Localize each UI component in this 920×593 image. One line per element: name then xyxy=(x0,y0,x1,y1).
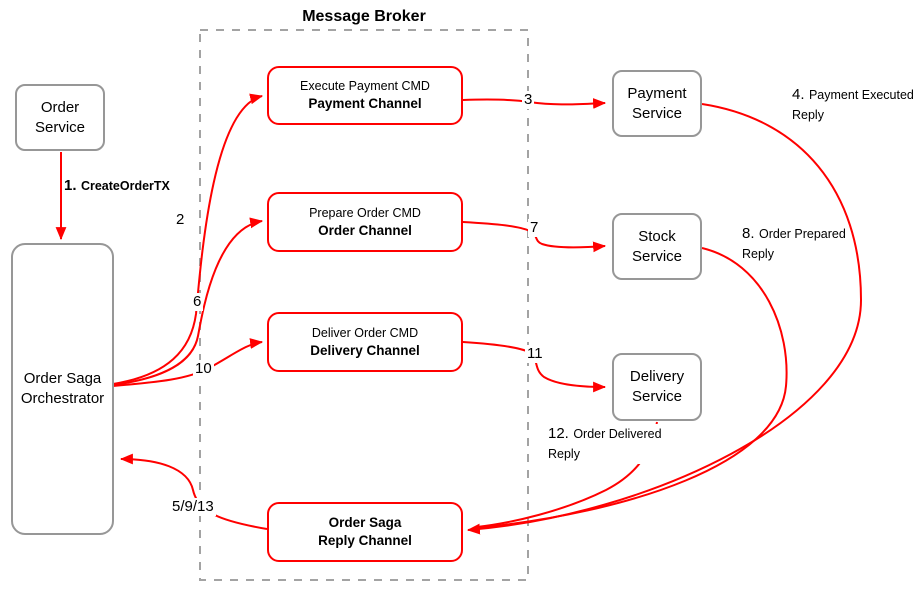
edge-label-12-number: 12. xyxy=(548,425,569,442)
edge-label-8-number: 8. xyxy=(742,225,755,242)
order-service-label-line1: Order xyxy=(40,98,80,116)
order-service-node: Order Service xyxy=(15,84,105,151)
edge-label-4-payment-executed-reply: 4. Payment Executed Reply xyxy=(792,85,914,125)
order-channel-node: Prepare Order CMD Order Channel xyxy=(267,192,463,252)
order-service-label-line2: Service xyxy=(34,118,86,136)
edge-label-12-order-delivered-reply: 12. Order Delivered Reply xyxy=(546,424,664,464)
edge-label-2: 2 xyxy=(174,211,187,229)
edge-label-11: 11 xyxy=(525,345,545,363)
edge-label-1-text: CreateOrderTX xyxy=(80,179,170,193)
edge-5-9-13-reply-to-orchestrator xyxy=(119,453,268,530)
edge-label-4-number: 4. xyxy=(792,86,805,103)
order-saga-reply-channel-node: Order Saga Reply Channel xyxy=(267,502,463,562)
message-broker-boundary xyxy=(199,29,529,581)
payment-service-label-line2: Service xyxy=(631,104,683,122)
delivery-service-label-line1: Delivery xyxy=(629,368,685,385)
order-saga-orchestrator-node: Order Saga Orchestrator xyxy=(11,243,114,535)
stock-service-label-line2: Service xyxy=(631,247,683,265)
stock-service-node: Stock Service xyxy=(612,213,702,280)
order-channel-label-line1: Prepare Order CMD xyxy=(309,205,421,220)
payment-channel-label-line2: Payment Channel xyxy=(308,96,422,111)
edge-4-payment-executed-reply xyxy=(466,103,863,535)
edge-6-to-order-channel xyxy=(112,217,264,386)
edge-label-4-text2: Reply xyxy=(792,108,824,122)
delivery-channel-node: Deliver Order CMD Delivery Channel xyxy=(267,312,463,372)
edge-label-1-create-order-tx: 1. CreateOrderTX xyxy=(64,177,170,195)
edge-label-8-text2: Reply xyxy=(742,247,774,261)
delivery-channel-label-line2: Delivery Channel xyxy=(310,342,420,358)
delivery-channel-label-line1: Deliver Order CMD xyxy=(311,325,419,340)
orchestrator-label-line2: Orchestrator xyxy=(20,390,105,407)
edge-label-12-text2: Reply xyxy=(548,447,580,461)
edge-label-10: 10 xyxy=(193,360,214,378)
stock-service-label-line1: Stock xyxy=(638,227,676,245)
payment-service-label-line1: Payment xyxy=(627,84,687,102)
edge-label-5-9-13: 5/9/13 xyxy=(170,498,216,516)
edge-label-4-text: Payment Executed xyxy=(808,88,914,102)
reply-channel-label-line1: Order Saga xyxy=(328,515,402,530)
edge-label-8-order-prepared-reply: 8. Order Prepared Reply xyxy=(742,224,846,264)
edge-label-12-text: Order Delivered xyxy=(573,427,662,441)
order-channel-label-line2: Order Channel xyxy=(318,222,412,238)
reply-channel-label-line2: Reply Channel xyxy=(318,533,412,548)
edge-label-7: 7 xyxy=(528,219,541,237)
orchestrator-label-line1: Order Saga xyxy=(23,370,102,387)
payment-channel-label-line1: Execute Payment CMD xyxy=(300,79,430,93)
edge-2-to-payment-channel xyxy=(112,93,264,385)
edge-label-6: 6 xyxy=(191,293,204,311)
edge-label-1-number: 1. xyxy=(64,177,77,194)
edge-label-3: 3 xyxy=(522,91,535,109)
payment-channel-node: Execute Payment CMD Payment Channel xyxy=(267,66,463,125)
payment-service-node: Payment Service xyxy=(612,70,702,137)
message-broker-title: Message Broker xyxy=(302,8,426,25)
edge-8-order-prepared-reply xyxy=(475,247,788,529)
delivery-service-node: Delivery Service xyxy=(612,353,702,421)
delivery-service-label-line2: Service xyxy=(631,388,683,405)
edge-label-8-text: Order Prepared xyxy=(758,227,846,241)
